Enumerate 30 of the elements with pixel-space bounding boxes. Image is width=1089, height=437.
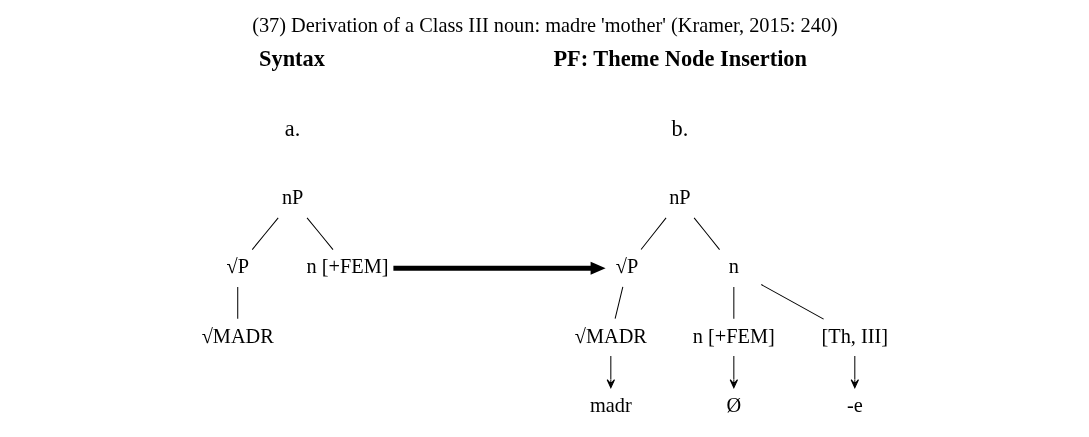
label: Syntax [258, 45, 325, 71]
node-text: √P [226, 255, 249, 278]
arrow [392, 261, 606, 275]
arrow [606, 355, 615, 389]
connector [693, 217, 720, 251]
diagram-title: (37) Derivation of a Class III noun: madre 'mother' (Kramer, 2015: 240) [251, 14, 838, 37]
node-text: n [+FEM] [305, 255, 389, 278]
node-text: √P [615, 255, 638, 278]
connector [614, 286, 623, 320]
arrow [850, 355, 859, 389]
label: b. [671, 115, 688, 141]
node-text: [Th, III] [821, 324, 888, 347]
connector [251, 217, 279, 251]
node-text: n [+FEM] [692, 324, 775, 347]
node-text: -e [846, 393, 863, 416]
connector [236, 286, 238, 320]
connector [306, 217, 333, 251]
node-text: Ø [725, 393, 741, 416]
node-text: n [728, 255, 739, 278]
node-text: √MADR [201, 324, 274, 347]
label: a. [284, 115, 300, 141]
arrow [729, 355, 738, 389]
node-text: √MADR [574, 324, 647, 347]
label: PF: Theme Node Insertion [552, 45, 807, 71]
node-text: nP [281, 186, 303, 209]
node-text: madr [589, 393, 632, 416]
node-text: nP [668, 186, 691, 209]
connector [640, 217, 667, 251]
connector [760, 284, 824, 320]
connector [732, 286, 734, 320]
